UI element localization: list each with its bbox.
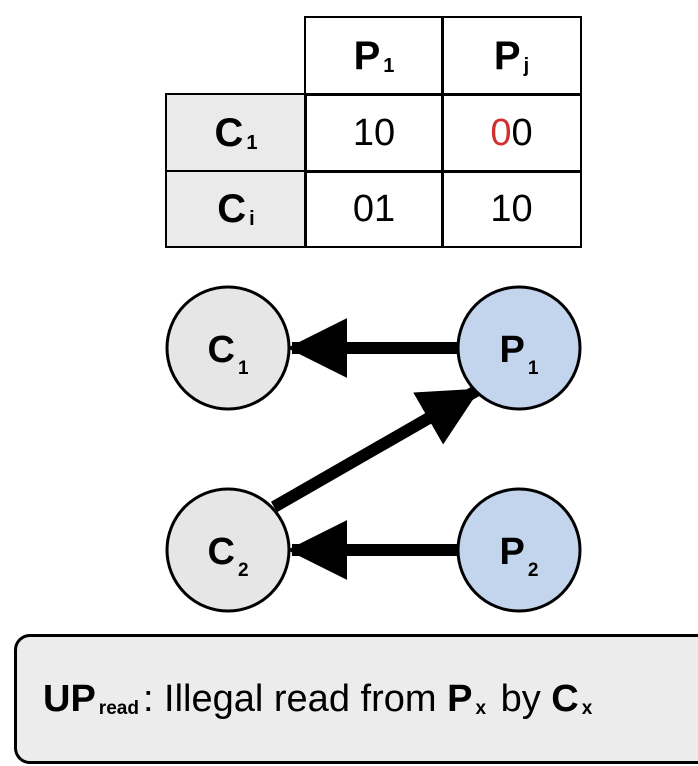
legend-text-by: by — [490, 677, 552, 720]
node-p2-sub: 2 — [528, 560, 539, 581]
legend-text-middle: : Illegal read from — [142, 677, 448, 720]
node-p2-main: P — [500, 531, 525, 573]
legend-p-sub: x — [475, 698, 487, 719]
legend-p-main: P — [447, 677, 473, 720]
node-c2-circle — [165, 487, 291, 613]
node-c1-sub: 1 — [238, 358, 249, 379]
col-header-pj-sub: j — [523, 54, 530, 77]
col-header-p1-main: P — [353, 33, 381, 78]
cell-ci-p1: 01 — [304, 170, 444, 248]
legend-term-main: UP — [43, 677, 96, 720]
row-header-ci-main: C — [217, 186, 247, 231]
node-c1-main: C — [207, 329, 234, 371]
cell-c1-pj: 00 — [441, 93, 582, 173]
node-c2-main: C — [207, 531, 234, 573]
node-c1-circle — [165, 285, 291, 411]
col-header-p1-sub: 1 — [383, 54, 395, 77]
row-header-c1-main: C — [214, 110, 244, 155]
legend-term-sub: read — [98, 698, 139, 719]
cell-ci-pj: 10 — [441, 170, 582, 248]
col-header-pj-main: P — [493, 33, 521, 78]
edge-c2-to-p1 — [271, 385, 481, 513]
legend-c-sub: x — [581, 698, 593, 719]
node-c2-sub: 2 — [238, 560, 249, 581]
cell-c1-pj-value: 00 — [490, 112, 532, 155]
node-p1-sub: 1 — [528, 358, 539, 379]
legend-c-main: C — [551, 677, 579, 720]
plain-digit: 0 — [511, 111, 533, 154]
node-p1-main: P — [500, 329, 525, 371]
row-header-c1-sub: 1 — [246, 131, 258, 154]
cell-c1-p1: 10 — [304, 93, 444, 173]
node-p2-circle — [456, 487, 582, 613]
node-p1-circle — [456, 285, 582, 411]
row-header-ci-sub: i — [249, 207, 255, 230]
highlighted-digit: 0 — [490, 111, 512, 154]
